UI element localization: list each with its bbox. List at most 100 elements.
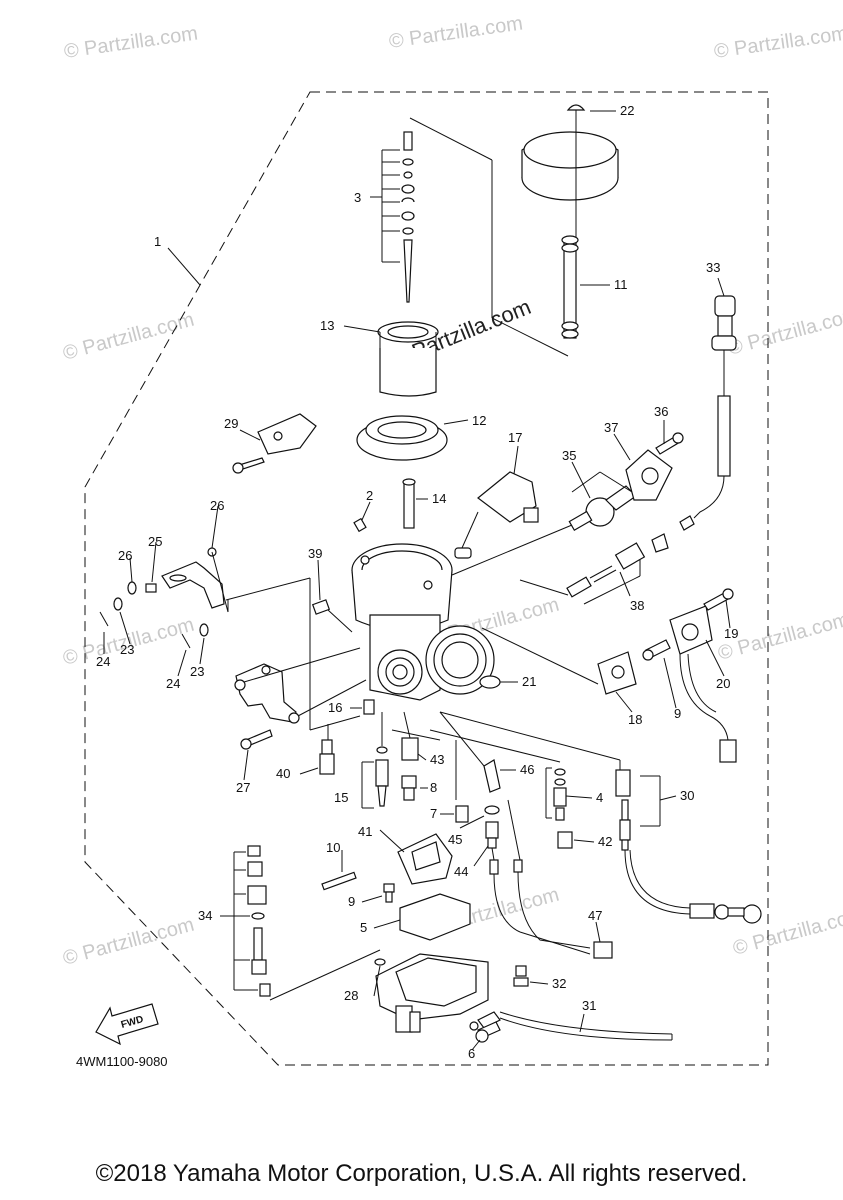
part-42-cap: [557, 831, 573, 849]
leader-lines-lower: [391, 711, 621, 800]
part-13-piston-valve: [377, 321, 439, 397]
part-17-cap: [461, 471, 539, 549]
part-9-screw-lower: [383, 883, 395, 903]
watermark-5: © Partzilla.com: [726, 304, 843, 360]
part-carburetor-body: [351, 543, 495, 701]
callout-19: 19: [724, 626, 738, 641]
part-39-screw: [311, 599, 353, 633]
callout-4: 4: [596, 790, 603, 805]
callout-22: 22: [620, 103, 634, 118]
callout-43: 43: [430, 752, 444, 767]
callout-47: 47: [588, 908, 602, 923]
callout-24b: 24: [166, 676, 180, 691]
callout-25: 25: [148, 534, 162, 549]
callout-leaders: [103, 110, 731, 1051]
callout-38: 38: [630, 598, 644, 613]
callout-3: 3: [354, 190, 361, 205]
callout-10: 10: [326, 840, 340, 855]
part-43-tube: [401, 711, 419, 761]
callout-36: 36: [654, 404, 668, 419]
part-30-cable: [615, 769, 762, 924]
callout-16: 16: [328, 700, 342, 715]
callout-13: 13: [320, 318, 334, 333]
copyright-notice: ©2018 Yamaha Motor Corporation, U.S.A. A…: [95, 1160, 748, 1187]
callout-45: 45: [448, 832, 462, 847]
callout-34: 34: [198, 908, 212, 923]
part-33-cable: [693, 295, 737, 519]
callout-31: 31: [582, 998, 596, 1013]
callout-37: 37: [604, 420, 618, 435]
part-8-jet: [401, 775, 417, 801]
callout-2: 2: [366, 488, 373, 503]
part-32-screw: [513, 965, 529, 987]
part-29-bracket: [232, 413, 317, 474]
callout-12: 12: [472, 413, 486, 428]
part-40-jet: [319, 724, 335, 775]
part-5-gasket: [399, 893, 471, 941]
callout-14: 14: [432, 491, 446, 506]
callout-39: 39: [308, 546, 322, 561]
callout-15: 15: [334, 790, 348, 805]
watermark-9: © Partzilla.com: [61, 914, 197, 970]
callout-26a: 26: [210, 498, 224, 513]
part-22-screw: [566, 104, 586, 130]
callout-21: 21: [522, 674, 536, 689]
callout-23a: 23: [120, 642, 134, 657]
callout-27: 27: [236, 780, 250, 795]
part-4-pilot-screw: [545, 767, 567, 821]
part-23-24-washer-pin: [181, 623, 209, 649]
callout-17: 17: [508, 430, 522, 445]
part-38-sensor: [519, 515, 695, 605]
part-12-diaphragm: [356, 415, 448, 461]
callout-9b: 9: [348, 894, 355, 909]
part-46-holder: [439, 711, 501, 793]
watermark-2: © Partzilla.com: [388, 12, 525, 53]
callout-35: 35: [562, 448, 576, 463]
callout-44: 44: [454, 864, 468, 879]
part-26-bracket: [99, 547, 361, 731]
part-31-hose: [499, 1011, 673, 1041]
callout-33: 33: [706, 260, 720, 275]
part-3-jet-needle-set: [370, 117, 569, 357]
callout-29: 29: [224, 416, 238, 431]
watermark-4: © Partzilla.com: [61, 309, 197, 365]
callout-20: 20: [716, 676, 730, 691]
part-float-bowl: [374, 953, 501, 1043]
part-top-cover: [521, 131, 619, 201]
part-10-pin: [321, 871, 357, 891]
callout-6: 6: [468, 1046, 475, 1061]
callout-46: 46: [520, 762, 534, 777]
part-37-cover: [625, 432, 684, 501]
callout-numbers: 1 2 3 4 5 6 7 8 9 9 10 11 12 13 14 15 16…: [96, 103, 738, 1061]
part-11-spring-rod: [561, 130, 579, 339]
callout-41: 41: [358, 824, 372, 839]
callout-40: 40: [276, 766, 290, 781]
assembly-boundary: [84, 91, 769, 1066]
part-18-20-throttle-sensor: [481, 588, 737, 763]
watermarks: © Partzilla.com © Partzilla.com © Partzi…: [61, 12, 843, 969]
part-7-jet: [455, 805, 469, 823]
part-lever-assembly: [234, 647, 367, 724]
part-44-45-sensor: [484, 799, 613, 959]
fwd-arrow-icon: FWD: [95, 1003, 159, 1046]
callout-5: 5: [360, 920, 367, 935]
callout-18: 18: [628, 712, 642, 727]
callout-11: 11: [614, 277, 628, 292]
callout-7: 7: [430, 806, 437, 821]
part-34-enrichener: [233, 845, 381, 1001]
part-16-screw: [363, 699, 375, 715]
callout-9a: 9: [674, 706, 681, 721]
callout-24a: 24: [96, 654, 110, 669]
watermark-3: © Partzilla.com: [713, 22, 843, 63]
callout-28: 28: [344, 988, 358, 1003]
part-21-o-ring: [479, 675, 501, 689]
callout-8: 8: [430, 780, 437, 795]
part-27-screw: [240, 729, 273, 750]
callout-30: 30: [680, 788, 694, 803]
part-41-cover: [397, 833, 453, 885]
part-2-screw: [353, 517, 367, 533]
callout-23b: 23: [190, 664, 204, 679]
diagram-part-number: 4WM1100-9080: [76, 1054, 168, 1069]
callout-32: 32: [552, 976, 566, 991]
